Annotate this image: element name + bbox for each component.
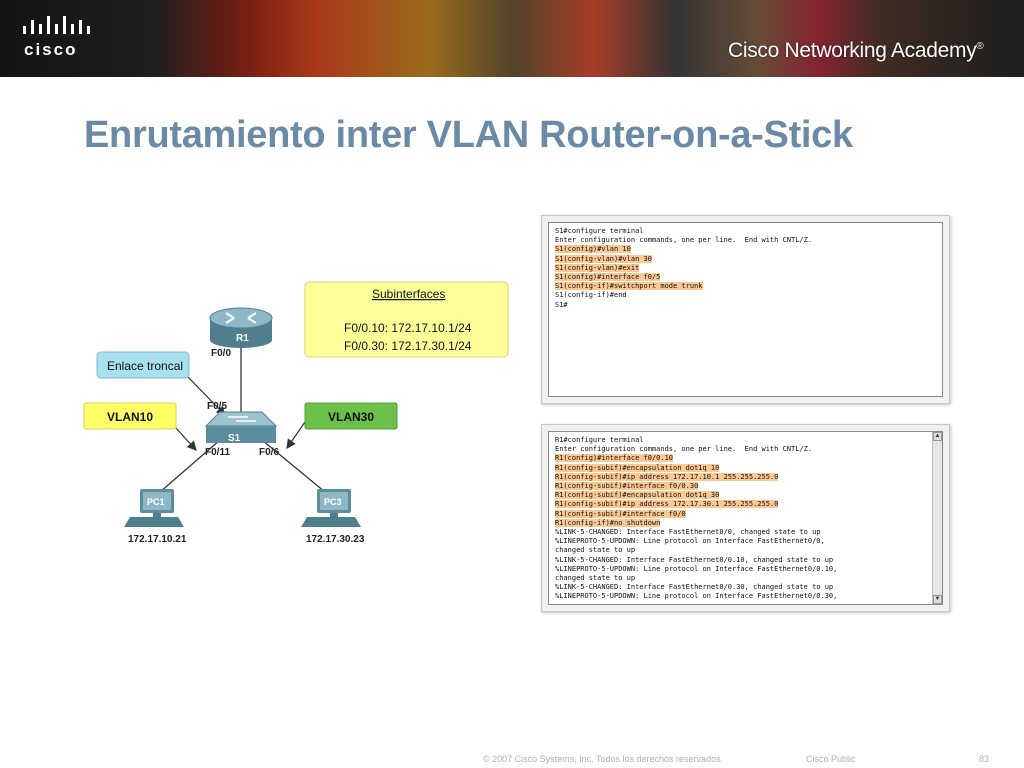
switch-pc3-link xyxy=(261,439,326,493)
scroll-down-arrow-icon[interactable]: ▼ xyxy=(933,595,942,604)
academy-title: Cisco Networking Academy® xyxy=(728,39,984,63)
terminal-line: %LINK-5-CHANGED: Interface FastEthernet0… xyxy=(555,583,834,592)
header-banner: cisco Cisco Networking Academy® xyxy=(0,0,1024,77)
terminal-line: changed state to up xyxy=(555,546,636,555)
switch-icon xyxy=(204,411,278,443)
terminal-line: S1(config)#interface f0/5 xyxy=(555,273,661,282)
cisco-bars-icon xyxy=(23,16,90,34)
pc1-label: PC1 xyxy=(147,497,165,507)
terminal-line: S1(config-vlan)#exit xyxy=(555,263,640,272)
subinterface-line-1: F0/0.10: 172.17.10.1/24 xyxy=(344,321,472,335)
subinterface-line-2: F0/0.30: 172.17.30.1/24 xyxy=(344,339,472,353)
terminal-line: %LINK-5-CHANGED: Interface FastEthernet0… xyxy=(555,555,834,564)
vlan30-callout-text: VLAN30 xyxy=(328,410,374,424)
switch-left-port-label: F0/11 xyxy=(205,447,230,458)
terminal-line: %LINK-5-CHANGED: Interface FastEthernet0… xyxy=(555,528,821,537)
terminal-line: S1(config-vlan)#vlan 30 xyxy=(555,254,652,263)
terminal-line: S1# xyxy=(555,300,568,309)
terminal-line: Enter configuration commands, one per li… xyxy=(555,445,813,454)
footer-classification: Cisco Public xyxy=(806,754,856,764)
academy-name: Cisco Networking Academy xyxy=(728,39,977,62)
terminal-line: R1(config-subif)#interface f0/0 xyxy=(555,509,686,518)
router-port-label: F0/0 xyxy=(211,348,231,359)
terminal-line: R1(config-subif)#interface f0/0.30 xyxy=(555,482,699,491)
router-terminal-scrollbar[interactable]: ▲ ▼ xyxy=(932,432,942,604)
terminal-line: R1(config-subif)#ip address 172.17.10.1 … xyxy=(555,472,779,481)
terminal-line: R1(config)#interface f0/0.10 xyxy=(555,454,674,463)
trunk-callout-box xyxy=(96,351,190,379)
vlan10-callout-box xyxy=(83,402,177,430)
switch-trunk-port-label: F0/5 xyxy=(207,401,227,412)
switch-pc1-link xyxy=(159,439,221,493)
banner-photo-strip xyxy=(150,0,1024,77)
academy-mark: ® xyxy=(976,41,984,52)
terminal-line: %LINEPROTO-5-UPDOWN: Line protocol on In… xyxy=(555,592,838,601)
router-icon xyxy=(209,307,273,348)
terminal-line: R1(config-subif)#encapsulation dot1q 30 xyxy=(555,491,720,500)
trunk-callout-text: Enlace troncal xyxy=(107,359,183,373)
cisco-wordmark: cisco xyxy=(24,40,78,59)
scroll-up-arrow-icon[interactable]: ▲ xyxy=(933,432,942,441)
terminal-line: S1(config-if)#end xyxy=(555,291,627,300)
terminal-line: S1(config)#vlan 10 xyxy=(555,245,631,254)
cisco-logo: cisco xyxy=(22,16,94,62)
subinterfaces-box xyxy=(304,281,509,358)
router-label: R1 xyxy=(236,333,249,344)
terminal-line: %LINEPROTO-5-UPDOWN: Line protocol on In… xyxy=(555,564,838,573)
pc1-icon xyxy=(124,489,184,527)
vlan30-callout-arrow xyxy=(286,421,306,449)
terminal-line: R1#configure terminal xyxy=(555,436,644,444)
terminal-line: Enter configuration commands, one per li… xyxy=(555,236,813,245)
terminal-line: S1(config-if)#switchport mode trunk xyxy=(555,282,703,291)
terminal-line: R1(config-if)#no shutdown xyxy=(555,518,661,527)
switch-label: S1 xyxy=(228,433,241,444)
vlan10-callout-arrow xyxy=(174,426,197,451)
subinterfaces-title: Subinterfaces xyxy=(372,287,445,301)
switch-right-port-label: F0/6 xyxy=(259,447,279,458)
vlan10-callout-text: VLAN10 xyxy=(107,410,153,424)
terminal-line: R1(config-subif)#encapsulation dot1q 10 xyxy=(555,463,720,472)
pc1-ip: 172.17.10.21 xyxy=(128,534,187,545)
pc3-icon xyxy=(301,489,361,527)
vlan30-callout-box xyxy=(304,402,398,430)
terminal-line: changed state to up xyxy=(555,574,636,583)
footer-page-number: 83 xyxy=(979,754,990,764)
trunk-callout-arrow xyxy=(187,376,226,416)
terminal-line: %LINEPROTO-5-UPDOWN: Line protocol on In… xyxy=(555,537,825,546)
terminal-line: R1(config-subif)#ip address 172.17.30.1 … xyxy=(555,500,779,509)
pc3-label: PC3 xyxy=(324,497,342,507)
terminal-line: S1#configure terminal xyxy=(555,227,644,235)
slide-title: Enrutamiento inter VLAN Router-on-a-Stic… xyxy=(84,114,853,156)
footer-copyright: © 2007 Cisco Systems, Inc. Todos los der… xyxy=(483,754,724,764)
pc3-ip: 172.17.30.23 xyxy=(306,534,365,545)
